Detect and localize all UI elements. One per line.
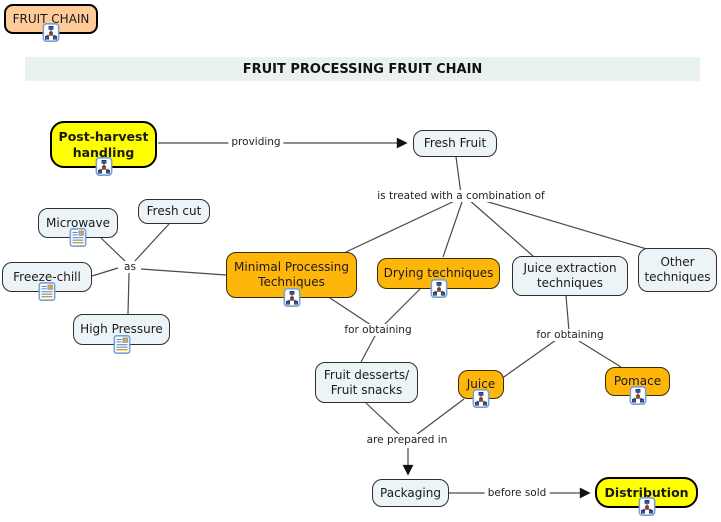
edge-line-desserts-prepared (365, 402, 401, 436)
map-title: FRUIT PROCESSING FRUIT CHAIN (25, 57, 700, 81)
edge-line-drying-forobtaining (381, 288, 421, 328)
edge-line-microwave-as (100, 237, 129, 265)
node-label: Fresh Fruit (423, 136, 487, 151)
document-icon[interactable] (113, 335, 130, 354)
node-fresh-fruit[interactable]: Fresh Fruit (413, 130, 497, 157)
edge-line-as-mpt (140, 268, 227, 276)
edge-line-treated-mpt (345, 197, 462, 253)
edge-label-for-obtaining-right[interactable]: for obtaining (533, 329, 607, 341)
node-label: Distribution (604, 484, 689, 500)
edge-line-freshfruit-treated (455, 156, 462, 195)
node-fruit-desserts-snacks[interactable]: Fruit desserts/ Fruit snacks (315, 362, 418, 403)
edge-line-juiceext-forobtaining (565, 295, 570, 332)
edge-line-highpressure-as (127, 272, 130, 315)
edge-label-are-prepared-in[interactable]: are prepared in (363, 434, 451, 446)
node-label: Juice (466, 377, 496, 392)
node-distribution[interactable]: Distribution (595, 477, 698, 508)
node-minimal-processing-techniques[interactable]: Minimal Processing Techniques (226, 252, 357, 298)
concept-map-icon[interactable] (43, 23, 60, 42)
node-juice-extraction-techniques[interactable]: Juice extraction techniques (512, 256, 628, 296)
edge-label-as[interactable]: as (121, 261, 139, 273)
node-label: High Pressure (80, 322, 163, 337)
node-label: Microwave (46, 215, 110, 230)
edge-line-forobtaining-desserts (360, 333, 377, 363)
concept-map-icon[interactable] (638, 497, 655, 516)
node-label: Juice extraction techniques (523, 261, 617, 290)
node-high-pressure[interactable]: High Pressure (73, 314, 170, 345)
edge-line-forobtaining-pomace (578, 340, 622, 368)
concept-map-icon[interactable] (95, 157, 112, 176)
node-label: Pomace (613, 374, 662, 389)
edge-line-freshcut-as (133, 223, 170, 263)
node-juice[interactable]: Juice (458, 370, 504, 399)
node-label: Post-harvest handling (58, 129, 149, 160)
edge-label-treated-with[interactable]: is treated with a combination of (374, 190, 548, 202)
edge-line-juice-prepared (415, 398, 465, 436)
node-label: Freeze-chill (13, 269, 81, 284)
concept-map-icon[interactable] (283, 288, 300, 307)
node-label: Minimal Processing Techniques (234, 260, 349, 289)
edge-label-before-sold[interactable]: before sold (484, 487, 550, 499)
edge-label-for-obtaining-left[interactable]: for obtaining (341, 324, 415, 336)
node-packaging[interactable]: Packaging (372, 479, 449, 507)
node-fruit-chain[interactable]: FRUIT CHAIN (4, 4, 98, 34)
edge-line-treated-juiceext (467, 198, 534, 257)
node-label: Drying techniques (383, 266, 494, 281)
node-freeze-chill[interactable]: Freeze-chill (2, 262, 92, 292)
document-icon[interactable] (70, 228, 87, 247)
node-fresh-cut[interactable]: Fresh cut (138, 199, 210, 224)
node-other-techniques[interactable]: Other techniques (638, 248, 717, 292)
node-post-harvest-handling[interactable]: Post-harvest handling (50, 121, 157, 168)
node-pomace[interactable]: Pomace (605, 367, 670, 396)
node-label: Other techniques (644, 255, 711, 284)
node-microwave[interactable]: Microwave (38, 208, 118, 238)
node-label: Fruit desserts/ Fruit snacks (323, 367, 410, 397)
concept-map-icon[interactable] (430, 279, 447, 298)
edge-line-freezechill-as (91, 267, 119, 277)
edge-label-providing[interactable]: providing (228, 136, 284, 148)
edge-line-treated-other (474, 197, 651, 251)
document-icon[interactable] (39, 282, 56, 301)
node-drying-techniques[interactable]: Drying techniques (377, 258, 500, 289)
concept-map-icon[interactable] (629, 386, 646, 405)
edge-line-forobtaining-juice (500, 339, 557, 380)
node-label: Packaging (380, 485, 441, 500)
node-label: FRUIT CHAIN (12, 11, 90, 26)
edge-line-treated-drying (442, 198, 464, 258)
edge-line-mpt-forobtaining (329, 297, 375, 328)
concept-map-icon[interactable] (473, 389, 490, 408)
node-label: Fresh cut (146, 204, 202, 219)
